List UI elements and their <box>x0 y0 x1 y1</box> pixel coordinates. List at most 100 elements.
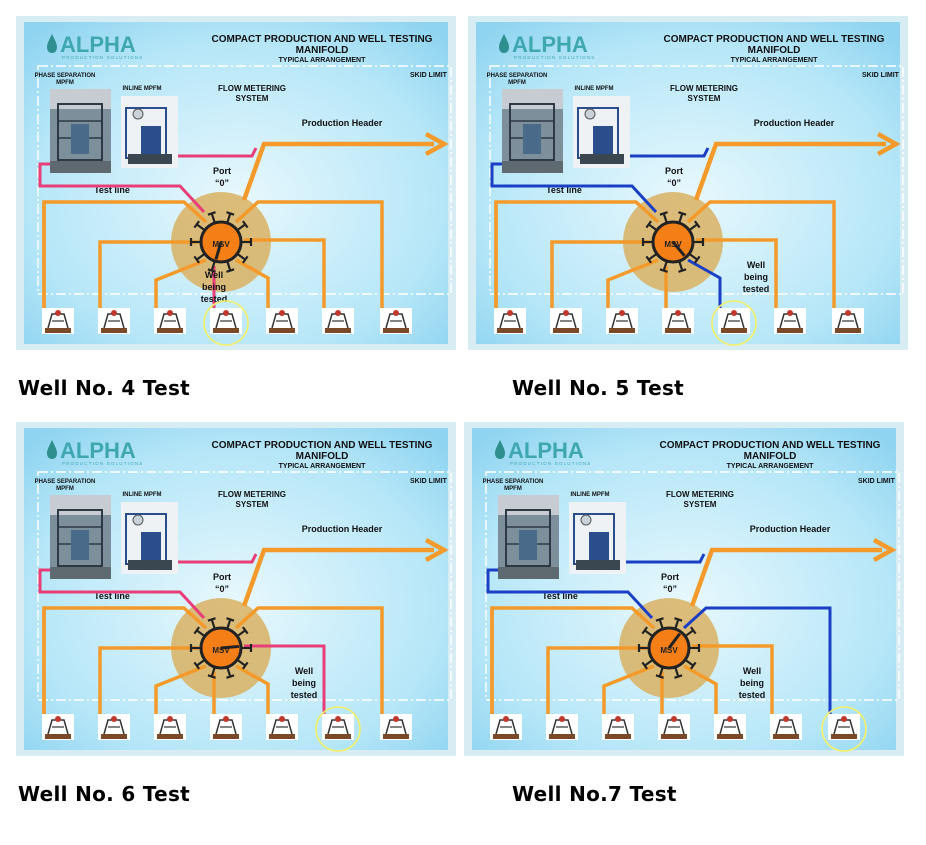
test-line-label: Test line <box>94 185 130 195</box>
port-label: Port <box>213 572 231 582</box>
skid-limit-boundary <box>489 65 904 295</box>
diagram-subtitle: TYPICAL ARRANGEMENT <box>727 463 814 470</box>
wellheads <box>42 308 412 334</box>
port-label: Port <box>661 572 679 582</box>
test-line-label: Test line <box>542 591 578 601</box>
flow-metering-label: FLOW METERING <box>666 490 734 499</box>
production-header-label: Production Header <box>750 524 831 534</box>
svg-text:tested: tested <box>743 284 770 294</box>
production-header-label: Production Header <box>754 118 835 128</box>
test-line <box>486 568 654 620</box>
port-label-line2: “0” <box>215 178 229 188</box>
diagram-background <box>476 22 900 344</box>
svg-text:tested: tested <box>201 294 228 304</box>
port-label-line2: “0” <box>667 178 681 188</box>
wellhead-icon <box>210 308 242 334</box>
logo-subtext: PRODUCTION SOLUTIONS <box>62 461 144 466</box>
wellhead-icon <box>322 714 354 740</box>
test-line <box>38 568 206 620</box>
wellhead-icon <box>266 714 298 740</box>
flow-metering-label-line2: SYSTEM <box>688 94 721 103</box>
skid-limit-label: SKID LIMIT <box>410 478 448 485</box>
alpha-logo: ALPHA PRODUCTION SOLUTIONS <box>495 438 590 466</box>
panel-caption: Well No. 5 Test <box>512 376 685 400</box>
manifold-diagram-1: ALPHA PRODUCTION SOLUTIONS COMPACT PRODU… <box>16 16 456 350</box>
wellhead-icon <box>154 308 186 334</box>
svg-text:Well: Well <box>743 666 761 676</box>
svg-text:being: being <box>292 678 316 688</box>
port-0-line <box>630 147 710 158</box>
test-line <box>38 162 206 214</box>
flow-metering-label-line2: SYSTEM <box>236 500 269 509</box>
port-label-line2: “0” <box>663 584 677 594</box>
wellhead-icon <box>42 714 74 740</box>
msv-label: MSV <box>212 646 230 655</box>
header-arrow-icon <box>424 132 449 156</box>
inline-mpfm-label: INLINE MPFM <box>571 492 610 498</box>
production-header-line <box>693 132 901 201</box>
svg-text:tested: tested <box>739 690 766 700</box>
drop-icon <box>499 34 509 53</box>
test-line <box>490 162 658 214</box>
wellhead-icon <box>98 714 130 740</box>
wellhead-icon <box>550 308 582 334</box>
wellhead-icon <box>828 714 860 740</box>
tested-well-highlight <box>203 300 249 346</box>
manifold-diagram-svg: ALPHA PRODUCTION SOLUTIONS COMPACT PRODU… <box>464 422 904 756</box>
svg-text:being: being <box>740 678 764 688</box>
wellheads <box>494 308 864 334</box>
diagram-background <box>472 428 896 750</box>
msv-label: MSV <box>664 240 682 249</box>
wellhead-icon <box>606 308 638 334</box>
svg-text:being: being <box>744 272 768 282</box>
inline-mpfm-label: INLINE MPFM <box>123 86 162 92</box>
tested-well-highlight <box>821 706 867 752</box>
panel-caption: Well No. 6 Test <box>18 782 191 806</box>
wellhead-icon <box>98 308 130 334</box>
port-label-line2: “0” <box>215 584 229 594</box>
diagram-title: COMPACT PRODUCTION AND WELL TESTING <box>212 34 433 45</box>
drop-icon <box>495 440 505 459</box>
manifold-diagram-svg: ALPHA PRODUCTION SOLUTIONS COMPACT PRODU… <box>16 16 456 350</box>
port-0-line <box>626 553 706 564</box>
manifold-diagram-4: ALPHA PRODUCTION SOLUTIONS COMPACT PRODU… <box>464 422 904 756</box>
phase-separation-label-line2: MPFM <box>56 486 74 492</box>
well-being-tested-label: Well being tested <box>291 666 318 700</box>
inline-mpfm-photo <box>121 96 178 168</box>
inline-mpfm-label: INLINE MPFM <box>575 86 614 92</box>
svg-text:tested: tested <box>291 690 318 700</box>
wellhead-icon <box>774 308 806 334</box>
msv-label: MSV <box>660 646 678 655</box>
logo-text: ALPHA <box>508 438 584 463</box>
skid-limit-boundary <box>37 471 452 701</box>
logo-subtext: PRODUCTION SOLUTIONS <box>62 55 144 60</box>
phase-separation-label-line2: MPFM <box>504 486 522 492</box>
flow-metering-label-line2: SYSTEM <box>684 500 717 509</box>
panel-caption: Well No. 4 Test <box>18 376 191 400</box>
wellhead-icon <box>154 714 186 740</box>
tested-well-highlight <box>315 706 361 752</box>
inline-mpfm-photo <box>573 96 630 168</box>
logo-text: ALPHA <box>60 32 136 57</box>
header-arrow-icon <box>872 538 897 562</box>
alpha-logo: ALPHA PRODUCTION SOLUTIONS <box>499 32 594 60</box>
logo-text: ALPHA <box>60 438 136 463</box>
diagram-title: COMPACT PRODUCTION AND WELL TESTING <box>212 440 433 451</box>
diagram-title-line2: MANIFOLD <box>296 45 349 56</box>
test-line-label: Test line <box>546 185 582 195</box>
production-header-label: Production Header <box>302 118 383 128</box>
wellhead-icon <box>718 308 750 334</box>
manifold-diagram-svg: ALPHA PRODUCTION SOLUTIONS COMPACT PRODU… <box>16 422 456 756</box>
manifold-diagram-2: ALPHA PRODUCTION SOLUTIONS COMPACT PRODU… <box>468 16 908 350</box>
production-header-label: Production Header <box>302 524 383 534</box>
wellhead-icon <box>602 714 634 740</box>
wellheads <box>490 714 860 740</box>
svg-text:Well: Well <box>747 260 765 270</box>
phase-separation-photo <box>50 495 111 579</box>
alpha-logo: ALPHA PRODUCTION SOLUTIONS <box>47 438 144 466</box>
well-being-tested-label: Well being tested <box>739 666 766 700</box>
msv-valve: MSV <box>189 617 253 679</box>
skid-limit-boundary <box>485 471 900 701</box>
tested-well-highlight <box>711 300 757 346</box>
manifold-diagram-svg: ALPHA PRODUCTION SOLUTIONS COMPACT PRODU… <box>468 16 908 350</box>
